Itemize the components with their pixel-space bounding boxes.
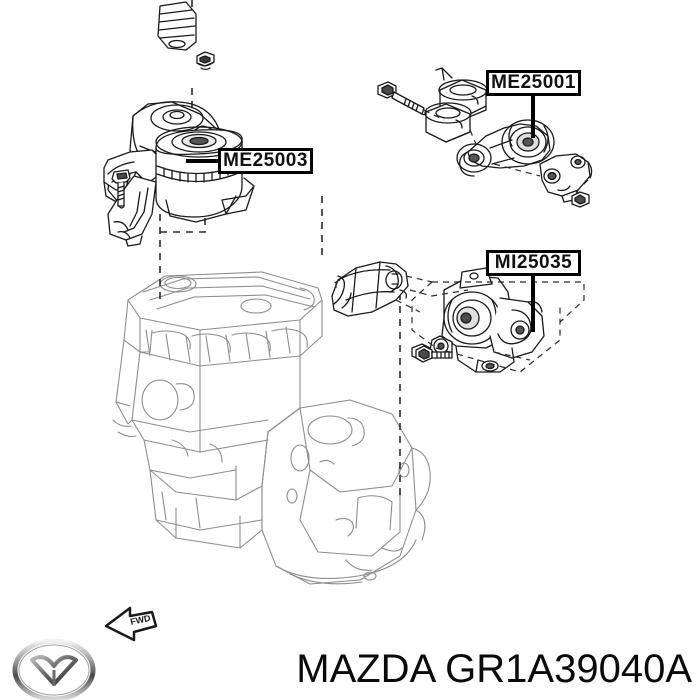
callout-label-me25001[interactable]: ME25001: [486, 70, 581, 96]
engine-transaxle-assembly: [112, 271, 431, 585]
mazda-oval-logo: [12, 638, 96, 700]
bracket-plate-part: [539, 153, 593, 203]
callout-label-me25003[interactable]: ME25003: [218, 148, 313, 174]
transmission-mount-bolt-part: [411, 343, 453, 363]
through-bolt-part: [377, 81, 427, 116]
brand-part-number-text: MAZDA GR1A39040A: [296, 647, 692, 691]
mount-nut-part: [196, 51, 215, 71]
callout-leader-lines: [186, 96, 535, 332]
mount-bolt-part: [111, 169, 131, 209]
rubber-stopper-part: [157, 1, 197, 51]
callout-label-mi25035[interactable]: MI25035: [486, 250, 581, 276]
exploded-path-lines-right: [423, 109, 589, 193]
ref-line-mount-elbow: [160, 188, 206, 233]
lower-right-transmission-mount-group: [331, 261, 545, 373]
bushing-block-part: [424, 67, 488, 143]
transmission-mount-insulator-part: [429, 267, 545, 373]
exploded-path-lines-lower-right: [331, 275, 585, 373]
upper-left-mount-group: [103, 1, 255, 247]
mount-stay-bracket-part: [331, 261, 409, 317]
fwd-direction-arrow: FWD: [104, 606, 158, 642]
assembly-reference-lines: [159, 0, 401, 500]
torque-rod-part: [456, 119, 555, 177]
fwd-arrow-label: FWD: [129, 613, 152, 627]
upper-right-torque-rod-group: [377, 67, 593, 208]
rod-nut-part: [571, 191, 590, 208]
